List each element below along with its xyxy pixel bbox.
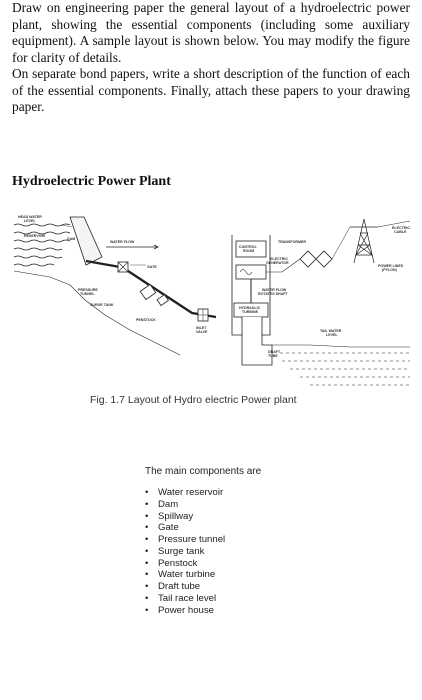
hydro-plant-diagram: HEAD WATER LEVEL RESERVOIR DAM WATER FLO… xyxy=(13,215,410,386)
surge-tank-shape xyxy=(139,283,157,301)
bullet-icon: • xyxy=(145,522,149,534)
label-pressure-tunnel-2: TUNNEL xyxy=(80,292,95,296)
figure-caption: Fig. 1.7 Layout of Hydro electric Power … xyxy=(90,394,297,406)
assignment-instructions: Draw on engineering paper the general la… xyxy=(12,0,410,116)
label-penstock: PENSTOCK xyxy=(136,318,156,322)
list-item: • Dam xyxy=(145,499,225,511)
label-surge-tank: SURGE TANK xyxy=(90,303,114,307)
bullet-icon: • xyxy=(145,545,149,557)
bullet-icon: • xyxy=(145,581,149,592)
transformer-shape xyxy=(299,250,317,268)
list-item: • Draft tube xyxy=(145,581,225,593)
list-item-label: Draft tube xyxy=(158,581,201,592)
pylon-shape xyxy=(350,218,378,264)
control-room-box xyxy=(235,240,267,258)
label-control-room: CONTROL xyxy=(239,245,258,249)
label-electric-cable: ELECTRIC xyxy=(392,226,410,230)
list-item: • Penstock xyxy=(145,558,225,570)
instruction-paragraph-2: On separate bond papers, write a short d… xyxy=(12,66,410,114)
label-inlet-valve: INLET xyxy=(196,326,207,330)
instruction-paragraph-1: Draw on engineering paper the general la… xyxy=(12,0,410,65)
bullet-icon: • xyxy=(145,510,149,522)
list-item-label: Water turbine xyxy=(158,569,216,581)
label-electric-generator-2: GENERATOR xyxy=(266,261,289,265)
label-head-water-level-2: LEVEL xyxy=(24,219,36,223)
bullet-icon: • xyxy=(145,487,149,498)
bullet-icon: • xyxy=(145,592,149,604)
list-item-label: Gate xyxy=(158,522,179,534)
pressure-tunnel xyxy=(85,259,121,269)
bullet-icon: • xyxy=(145,534,149,545)
label-hydraulic-turbine: HYDRAULIC xyxy=(239,306,261,310)
label-reservoir: RESERVOIR xyxy=(24,234,46,238)
label-draft-tube-2: TUBE xyxy=(268,354,278,358)
dam-shape xyxy=(69,216,103,266)
list-item: • Power house xyxy=(145,605,225,617)
list-item: • Gate xyxy=(145,522,225,534)
list-item: • Water turbine xyxy=(145,569,225,581)
reservoir-water xyxy=(13,223,71,267)
label-inlet-valve-2: VALVE xyxy=(196,330,208,334)
list-item-label: Power house xyxy=(158,604,214,616)
bullet-icon: • xyxy=(145,569,149,581)
label-power-lines-2: (PYLON) xyxy=(382,268,398,272)
label-hydraulic-turbine-2: TURBINE xyxy=(242,310,259,314)
list-item-label: Dam xyxy=(158,498,179,510)
list-item: • Water reservoir xyxy=(145,487,225,499)
label-water-flow-rotates-2: ROTATES SHAFT xyxy=(258,292,288,296)
label-power-lines: POWER LINES xyxy=(378,264,404,268)
label-electric-cable-2: CABLE xyxy=(394,230,407,234)
list-item-label: Tail race level xyxy=(158,592,217,604)
label-draft-tube: DRAFT xyxy=(268,350,281,354)
draft-tube-shape xyxy=(241,317,273,366)
label-head-water-level: HEAD WATER xyxy=(18,215,42,219)
hydro-plant-figure: HEAD WATER LEVEL RESERVOIR DAM WATER FLO… xyxy=(10,205,415,395)
list-item: • Surge tank xyxy=(145,546,225,558)
section-title: Hydroelectric Power Plant xyxy=(12,174,171,189)
list-item-label: Water reservoir xyxy=(158,487,224,498)
components-heading: The main components are xyxy=(145,466,262,477)
list-item-label: Penstock xyxy=(158,557,198,569)
bullet-icon: • xyxy=(145,557,149,569)
list-item-label: Pressure tunnel xyxy=(158,534,226,545)
bullet-icon: • xyxy=(145,498,149,510)
list-item-label: Spillway xyxy=(158,510,194,522)
list-item: • Spillway xyxy=(145,511,225,523)
list-item: • Tail race level xyxy=(145,593,225,605)
generator-box xyxy=(235,264,267,280)
label-tail-water-level: TAIL WATER xyxy=(320,329,342,333)
label-water-flow: WATER FLOW xyxy=(110,240,135,244)
label-transformer: TRANSFORMER xyxy=(278,240,306,244)
label-electric-generator: ELECTRIC xyxy=(270,257,288,261)
tail-water xyxy=(272,344,410,386)
label-water-flow-rotates: WATER FLOW xyxy=(262,288,287,292)
label-dam: DAM xyxy=(67,237,75,241)
label-pressure-tunnel: PRESSURE xyxy=(78,288,98,292)
list-item-label: Surge tank xyxy=(158,545,205,557)
terrain-line xyxy=(13,270,181,356)
bullet-icon: • xyxy=(145,604,149,616)
label-tail-water-level-2: LEVEL xyxy=(326,333,338,337)
list-item: • Pressure tunnel xyxy=(145,534,225,546)
label-control-room-2: ROOM xyxy=(243,249,254,253)
components-list: • Water reservoir • Dam • Spillway • Gate • Press… xyxy=(145,487,225,616)
label-gate: GATE xyxy=(147,265,157,269)
